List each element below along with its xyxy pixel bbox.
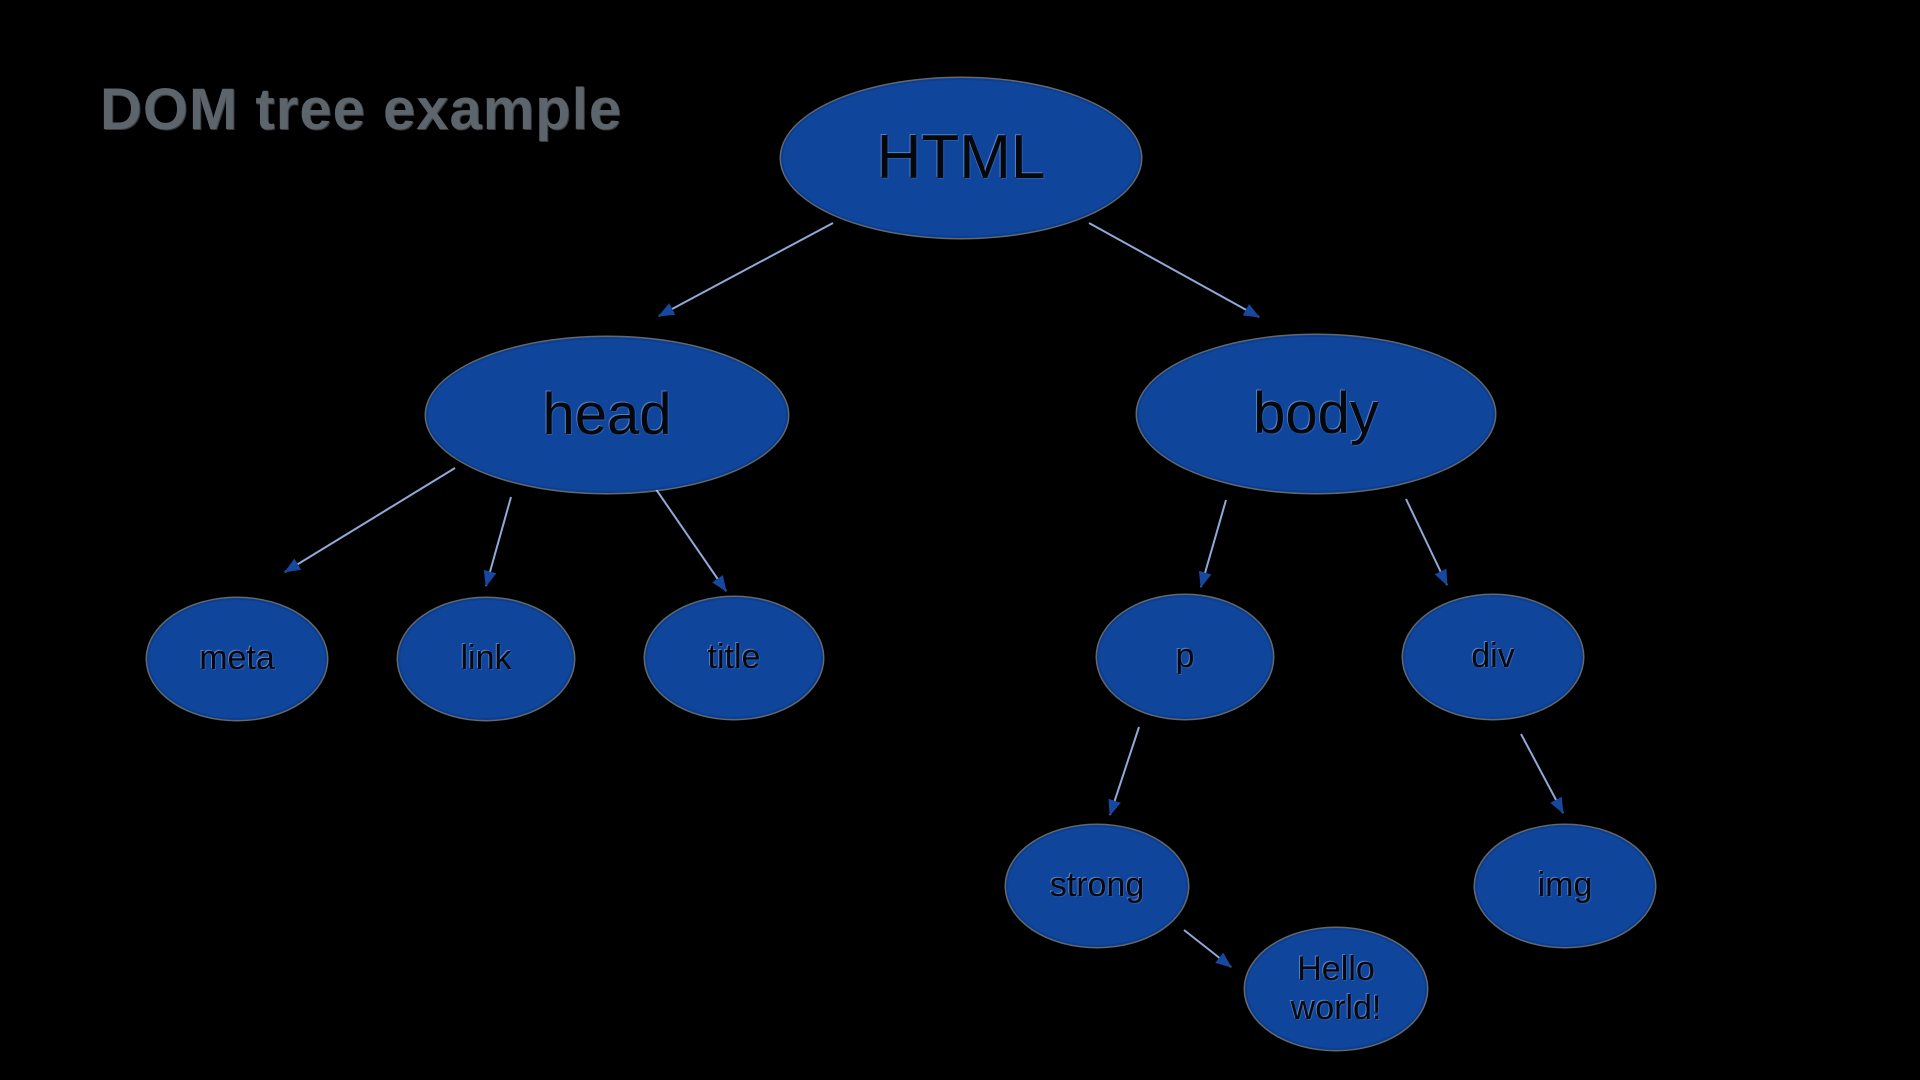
node-body-label: body <box>1253 380 1379 446</box>
node-p-label: p <box>1175 637 1195 676</box>
node-img-label: img <box>1537 866 1593 905</box>
edge-html-head <box>658 222 834 317</box>
edge-head-meta <box>284 467 456 573</box>
node-strong-label: strong <box>1049 866 1145 905</box>
edge-html-body <box>1088 222 1260 318</box>
page-title: DOM tree example <box>100 77 623 142</box>
node-div: div <box>1403 595 1583 719</box>
node-link-label: link <box>460 639 512 678</box>
node-link: link <box>398 598 574 720</box>
node-head-label: head <box>542 381 672 447</box>
node-html-label: HTML <box>876 123 1046 193</box>
node-title: title <box>645 597 823 719</box>
node-img: img <box>1475 825 1655 947</box>
node-meta-label: meta <box>199 639 275 678</box>
node-hello-world: Hello world! <box>1245 928 1427 1050</box>
node-strong: strong <box>1006 825 1188 947</box>
node-div-label: div <box>1471 637 1515 676</box>
node-p: p <box>1097 595 1273 719</box>
node-title-label: title <box>707 638 761 677</box>
edge-p-strong <box>1108 726 1140 816</box>
edge-div-img <box>1520 733 1564 814</box>
node-html: HTML <box>781 78 1141 238</box>
node-hello-world-label: Hello world! <box>1290 949 1382 1027</box>
node-head: head <box>426 337 788 493</box>
edge-body-p <box>1198 499 1227 588</box>
node-body: body <box>1137 335 1495 493</box>
edge-head-link <box>483 496 512 587</box>
edge-body-div <box>1405 498 1448 586</box>
node-meta: meta <box>147 598 327 720</box>
edge-head-title <box>650 481 727 592</box>
edge-strong-hello <box>1183 929 1232 968</box>
